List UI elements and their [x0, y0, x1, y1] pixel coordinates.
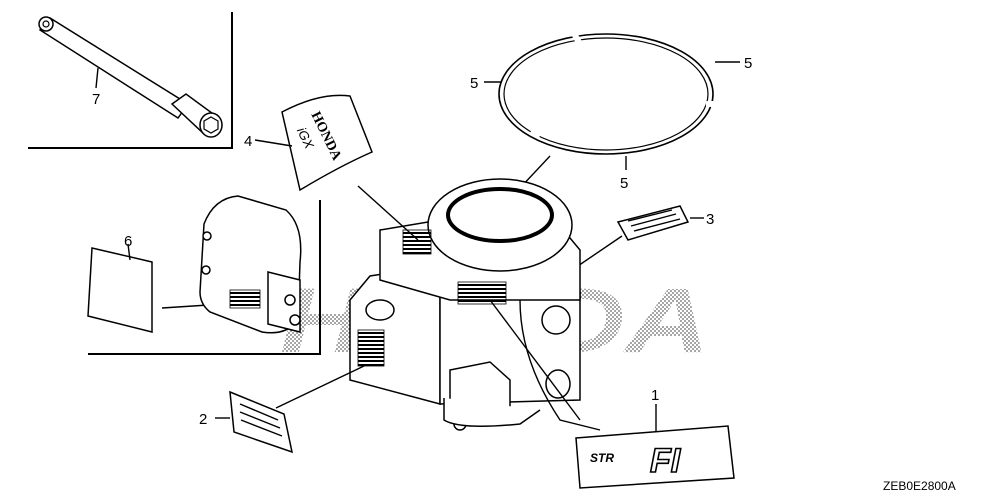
- frame-lines: [28, 12, 321, 355]
- part-4-honda-decal: HONDA iGX: [254, 94, 373, 192]
- part-6-label: [87, 243, 225, 333]
- part-3-label: [571, 205, 704, 271]
- callout-1: 1: [651, 387, 659, 404]
- part-2-label: [215, 365, 365, 454]
- callout-7: 7: [92, 91, 100, 108]
- callout-6: 6: [124, 233, 132, 250]
- emblem-big-text: FI: [650, 442, 682, 480]
- callout-4: 4: [244, 133, 252, 150]
- part-7-wrench: [38, 16, 223, 138]
- drawing-code: ZEB0E2800A: [883, 479, 956, 493]
- callout-5b: 5: [744, 55, 752, 72]
- callout-5a: 5: [470, 75, 478, 92]
- engine-body: [349, 178, 601, 431]
- part-1-emblem: FI STR: [575, 404, 735, 489]
- part-5-rings: [484, 28, 740, 189]
- callout-3: 3: [706, 211, 714, 228]
- cover-assembly: [199, 195, 302, 334]
- emblem-small-text: STR: [590, 451, 614, 465]
- callout-5c: 5: [620, 175, 628, 192]
- callout-2: 2: [199, 411, 207, 428]
